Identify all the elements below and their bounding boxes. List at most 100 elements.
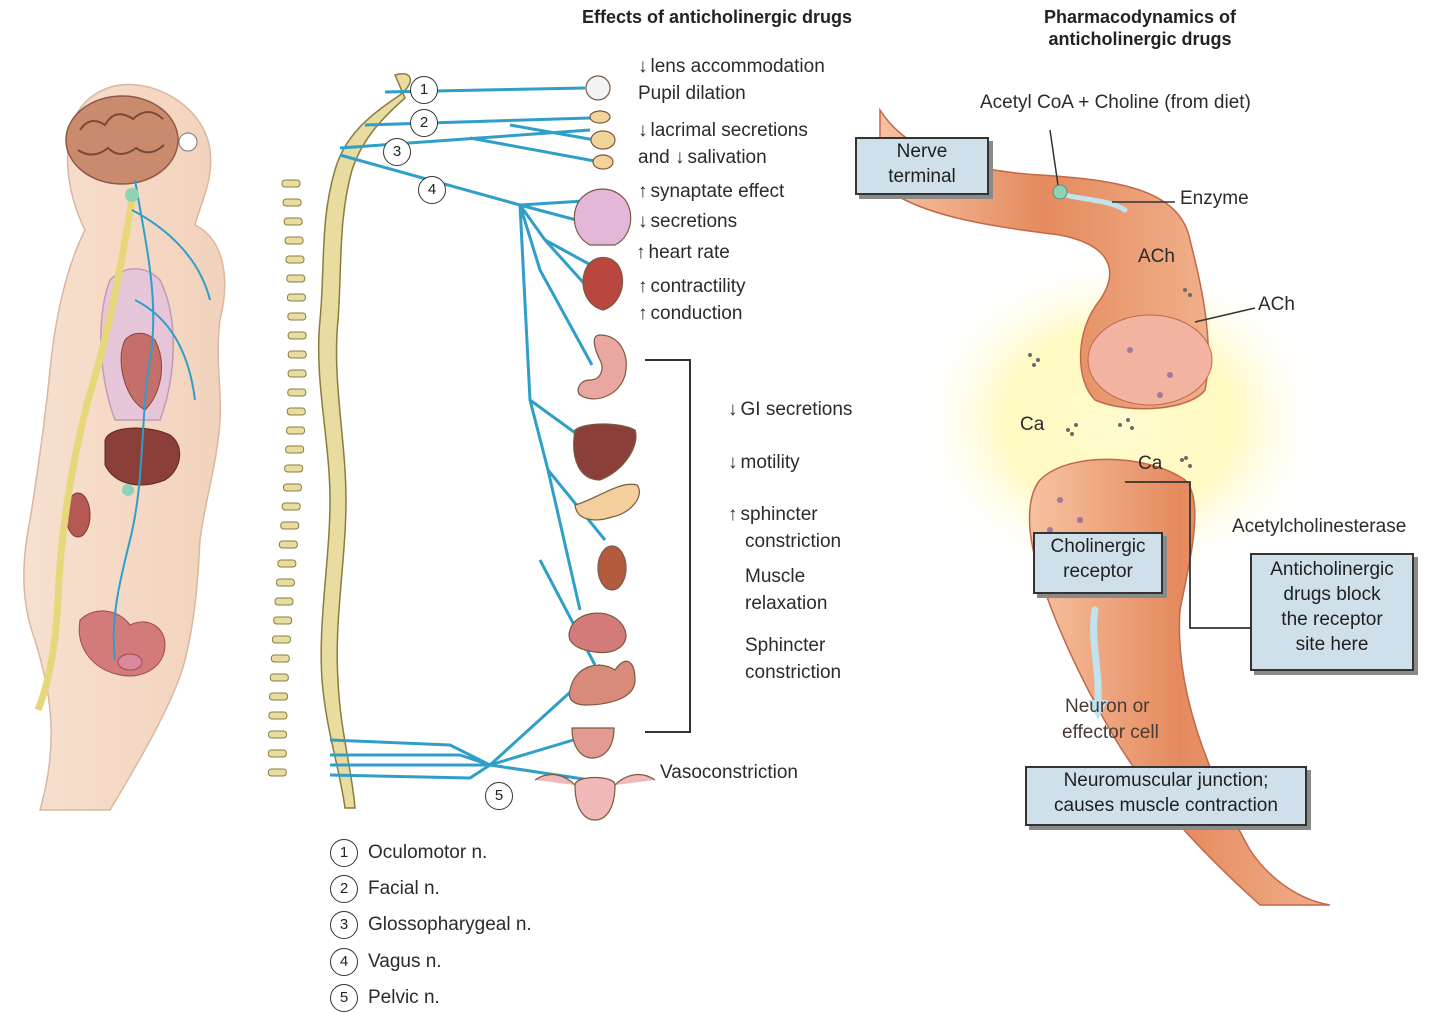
nerve-marker-5: 5 (485, 782, 513, 810)
effect-secretions: ↓secretions (638, 211, 738, 232)
eye-organ (585, 75, 611, 101)
vertebra-process (286, 274, 306, 283)
vertebra-process (282, 483, 302, 492)
anticholinergic-block-callout: Anticholinergic drugs block the receptor… (1250, 553, 1414, 671)
nerve-marker-2: 2 (410, 109, 438, 137)
nerve-terminal-callout: Nerve terminal (855, 137, 989, 195)
down-arrow-icon: ↓ (638, 56, 648, 77)
enzyme-label: Enzyme (1180, 188, 1249, 209)
ach-label-1: ACh (1138, 246, 1175, 267)
uterus-organ (534, 773, 656, 821)
up-arrow-icon: ↑ (728, 504, 738, 525)
pancreas-organ (574, 483, 640, 521)
effect-muscle-relaxation-line2: relaxation (745, 593, 828, 614)
vertebra-process (287, 312, 307, 321)
vertebra-process (274, 597, 294, 606)
calcium-label-1: Ca (1020, 414, 1045, 435)
vertebra-process (284, 236, 304, 245)
up-arrow-icon: ↑ (638, 303, 648, 324)
effect-pupil-dilation: Pupil dilation (638, 83, 746, 104)
large-intestine-organ (568, 660, 636, 706)
nerve-marker-1: 1 (410, 76, 438, 104)
vertebra-process (273, 616, 293, 625)
liver-organ (573, 423, 637, 481)
down-arrow-icon: ↓ (638, 120, 648, 141)
lacrimal-gland (589, 110, 611, 124)
vertebra-process (277, 559, 297, 568)
vertebra-process (269, 673, 289, 682)
up-arrow-icon: ↑ (636, 242, 646, 263)
vertebra-process (267, 749, 287, 758)
neuromuscular-junction-callout: Neuromuscular junction; causes muscle co… (1025, 766, 1307, 826)
vertebra-process (268, 711, 288, 720)
spinal-column (267, 73, 412, 809)
vertebra-process (285, 255, 305, 264)
acetylcholinesterase-label: Acetylcholinesterase (1232, 516, 1407, 537)
vertebra-process (275, 578, 295, 587)
vertebra-process (286, 293, 306, 302)
kidney-organ (597, 545, 627, 591)
salivary-gland-2 (592, 154, 614, 170)
vertebra-process (271, 635, 291, 644)
vertebra-process (269, 692, 289, 701)
effect-sphincter2: Sphincter (745, 635, 826, 656)
calcium-label-2: Ca (1138, 453, 1163, 474)
human-body-illustration (23, 83, 226, 811)
up-arrow-icon: ↑ (638, 276, 648, 297)
vertebra-process (286, 407, 306, 416)
lung-organ (573, 188, 632, 246)
effect-lens-accommodation: ↓lens accommodation (638, 56, 825, 77)
heart-organ (582, 256, 624, 311)
effect-heart-rate: ↑heart rate (636, 242, 730, 263)
neuron-effector-label-line2: effector cell (1062, 722, 1159, 743)
acetyl-coa-label: Acetyl CoA + Choline (from diet) (980, 92, 1251, 113)
vertebra-process (287, 369, 307, 378)
effect-sphincter-constriction-line2: constriction (745, 531, 842, 552)
vertebra-process (287, 331, 307, 340)
pharmacodynamics-header: Pharmacodynamics of anticholinergic drug… (1020, 6, 1260, 50)
pharmacodynamics-header-line1: Pharmacodynamics of (1043, 7, 1237, 27)
vertebra-process (270, 654, 290, 663)
vertebra-process (284, 464, 304, 473)
down-arrow-icon: ↓ (728, 399, 738, 420)
salivary-gland-1 (590, 130, 616, 150)
vertebra-process (282, 198, 302, 207)
up-arrow-icon: ↑ (638, 181, 648, 202)
stomach-organ (577, 334, 627, 400)
vertebra-process (283, 217, 303, 226)
small-intestine-organ (568, 612, 627, 654)
vertebra-process (285, 445, 305, 454)
effect-sphincter2-line2: constriction (745, 662, 842, 683)
vertebra-process (278, 540, 298, 549)
vertebra-process (286, 426, 306, 435)
vertebra-process (287, 350, 307, 359)
effect-gi-secretions: ↓GI secretions (728, 399, 853, 420)
effect-contractility: ↑contractility (638, 276, 746, 297)
vertebra-process (287, 388, 307, 397)
effect-lacrimal-secretions: ↓lacrimal secretions (638, 120, 808, 141)
cholinergic-receptor-callout: Cholinergic receptor (1033, 532, 1163, 594)
effect-vasoconstriction: Vasoconstriction (660, 762, 798, 783)
ach-label-2: ACh (1258, 294, 1295, 315)
effects-header: Effects of anticholinergic drugs (582, 7, 853, 27)
nerve-marker-4: 4 (418, 176, 446, 204)
vertebra-process (268, 730, 288, 739)
effect-sphincter-constriction: ↑sphincter (728, 504, 818, 525)
down-arrow-icon: ↓ (638, 211, 648, 232)
effect-salivation: and ↓salivation (638, 147, 767, 168)
bladder-organ (571, 727, 615, 759)
target-organs (534, 75, 656, 821)
nerve-marker-3: 3 (383, 138, 411, 166)
pharmacodynamics-header-line2: anticholinergic drugs (1048, 29, 1232, 49)
down-arrow-icon: ↓ (674, 147, 685, 168)
effect-conduction: ↑conduction (638, 303, 743, 324)
neuron-effector-label-line1: Neuron or (1065, 696, 1150, 717)
vertebra-process (267, 768, 287, 777)
gi-bracket (645, 359, 691, 733)
